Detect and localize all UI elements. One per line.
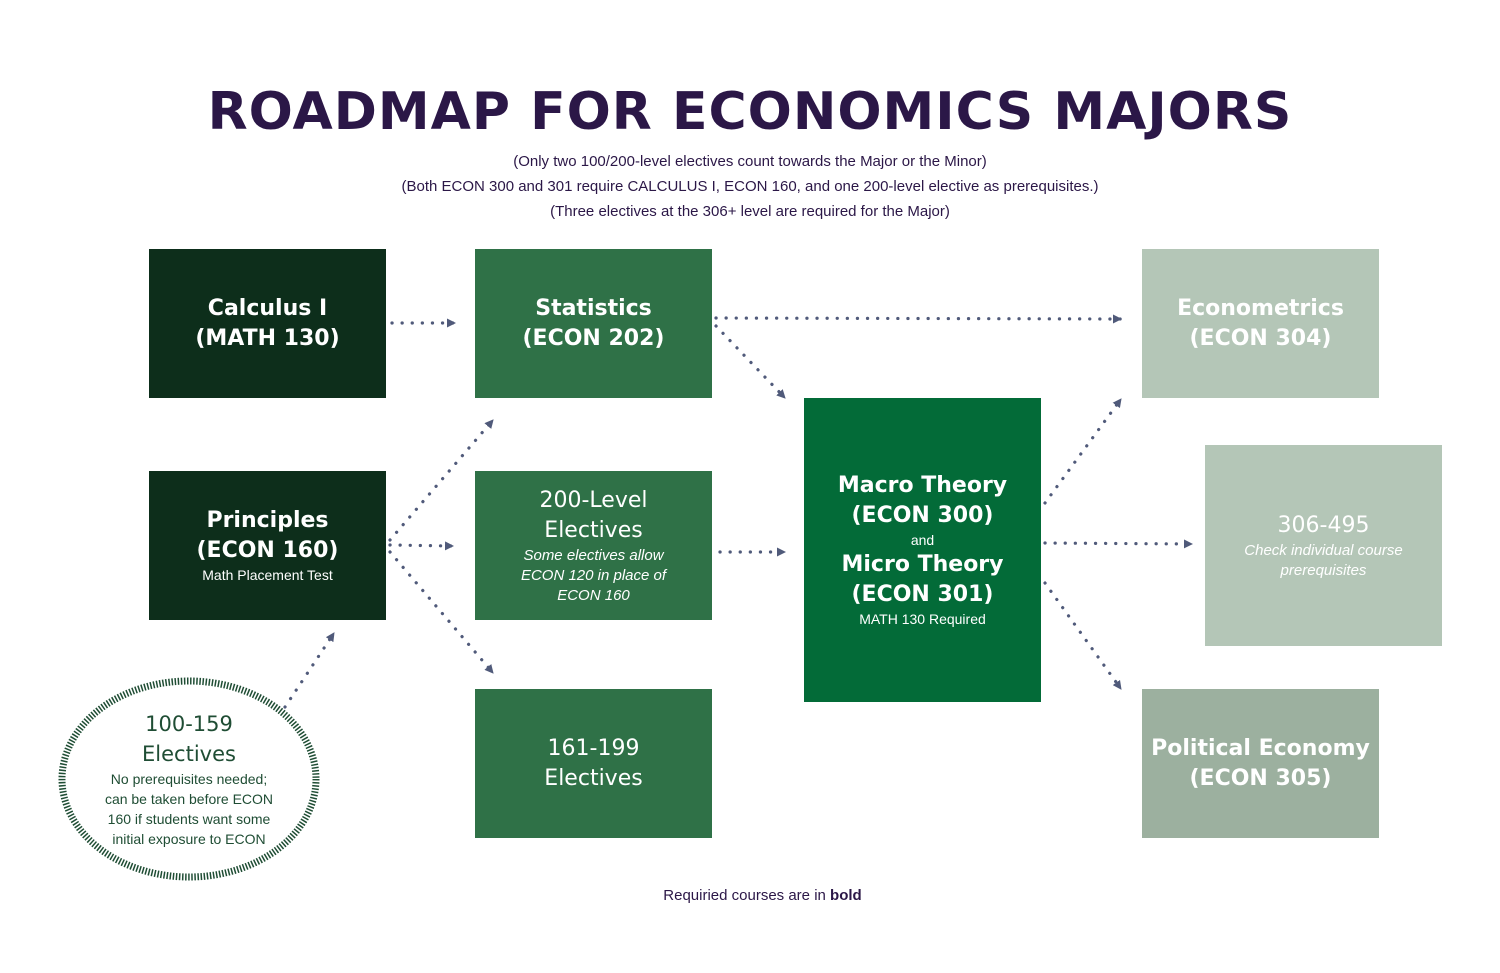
electives306-note2: prerequisites [1280, 561, 1367, 579]
calculus-code: (MATH 130) [195, 325, 340, 351]
electives306-note1: Check individual course [1244, 541, 1403, 559]
arrow-principles-to-electives161 [388, 550, 495, 675]
macro-theory-code: (ECON 300) [851, 503, 994, 528]
electives200-note2: ECON 120 in place of [520, 566, 667, 584]
principles-name: Principles [206, 508, 329, 533]
box-electives-200: 200-Level Electives Some electives allow… [475, 471, 712, 620]
footer-note: Requiried courses are in bold [0, 887, 1500, 904]
note-theory-prerequisites: (Both ECON 300 and 301 require CALCULUS … [401, 178, 1099, 195]
footer-text: Requiried courses are in [663, 887, 831, 904]
footer-bold: bold [830, 887, 862, 904]
electives161-line2: Electives [544, 765, 643, 791]
statistics-name: Statistics [535, 295, 652, 321]
note-306-electives: (Three electives at the 306+ level are r… [550, 203, 950, 220]
box-electives-306: 306-495 Check individual course prerequi… [1205, 445, 1442, 646]
arrow-principles-to-electives200 [388, 541, 455, 551]
ellipse-line2: Electives [142, 742, 236, 766]
micro-theory-code: (ECON 301) [851, 582, 994, 607]
electives200-line2: Electives [544, 517, 643, 543]
ellipse-sub4: initial exposure to ECON [112, 831, 266, 847]
ellipse-outline [58, 677, 320, 881]
box-electives-161: 161-199 Electives [475, 689, 712, 838]
political-code: (ECON 305) [1189, 765, 1332, 791]
electives200-note1: Some electives allow [523, 546, 664, 564]
ellipse-sub1: No prerequisites needed; [110, 771, 268, 787]
econometrics-code: (ECON 304) [1189, 325, 1332, 351]
arrow-statistics-to-econometrics [714, 314, 1123, 324]
electives161-line1: 161-199 [547, 735, 640, 761]
arrow-theory-to-political [1043, 581, 1123, 691]
box-statistics: Statistics (ECON 202) [475, 249, 712, 398]
page-title: ROADMAP FOR ECONOMICS MAJORS [207, 82, 1293, 142]
box-calculus: Calculus I (MATH 130) [149, 249, 386, 398]
box-political-economy: Political Economy (ECON 305) [1142, 689, 1379, 838]
theory-and: and [910, 532, 935, 548]
electives200-line1: 200-Level [539, 487, 648, 513]
principles-code: (ECON 160) [196, 538, 339, 563]
electives306-line1: 306-495 [1277, 512, 1370, 538]
ellipse-line1: 100-159 [145, 712, 233, 736]
ellipse-sub2: can be taken before ECON [104, 791, 274, 807]
macro-theory-name: Macro Theory [837, 473, 1008, 498]
box-principles: Principles (ECON 160) Math Placement Tes… [149, 471, 386, 620]
box-theory: Macro Theory (ECON 300) and Micro Theory… [804, 398, 1041, 702]
micro-theory-name: Micro Theory [841, 552, 1004, 577]
ellipse-sub3: 160 if students want some [107, 811, 271, 827]
arrow-statistics-to-theory [714, 324, 787, 400]
theory-sub: MATH 130 Required [859, 611, 986, 627]
principles-sub: Math Placement Test [202, 567, 333, 583]
econometrics-name: Econometrics [1177, 295, 1344, 321]
arrow-theory-to-electives306 [1043, 539, 1194, 549]
electives200-note3: ECON 160 [557, 586, 630, 604]
arrow-theory-to-econometrics [1043, 397, 1123, 505]
statistics-code: (ECON 202) [522, 325, 665, 351]
arrow-principles-to-statistics [388, 418, 495, 542]
calculus-name: Calculus I [207, 295, 328, 321]
political-name: Political Economy [1151, 735, 1370, 761]
box-econometrics: Econometrics (ECON 304) [1142, 249, 1379, 398]
ellipse-electives-100: 100-159 Electives No prerequisites neede… [58, 677, 320, 881]
note-electives-count: (Only two 100/200-level electives count … [513, 153, 987, 170]
